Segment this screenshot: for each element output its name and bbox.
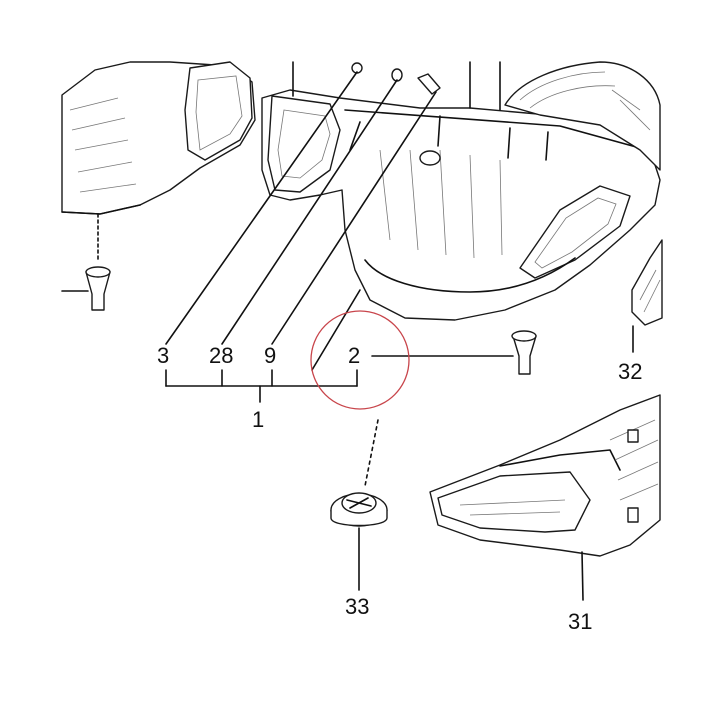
screw-set bbox=[351, 62, 441, 95]
left-pin-fastener bbox=[61, 213, 111, 311]
duct-part-31 bbox=[429, 394, 661, 601]
callout-2: 2 bbox=[348, 343, 360, 368]
leader-lines bbox=[165, 71, 514, 403]
callout-31: 31 bbox=[568, 609, 592, 634]
callout-28: 28 bbox=[209, 343, 233, 368]
left-housing-part bbox=[61, 61, 256, 215]
callout-33: 33 bbox=[345, 594, 369, 619]
callout-labels: 3 28 9 2 1 32 33 31 bbox=[157, 343, 642, 634]
callout-32: 32 bbox=[618, 359, 642, 384]
upper-right-cover-part bbox=[504, 61, 661, 171]
callout-9: 9 bbox=[264, 343, 276, 368]
callout-3: 3 bbox=[157, 343, 169, 368]
right-pin-fastener bbox=[511, 330, 537, 375]
highlight-circle bbox=[310, 310, 410, 410]
grommet-part-33 bbox=[330, 419, 388, 591]
main-housing-part bbox=[261, 61, 661, 321]
washer-28 bbox=[391, 68, 403, 82]
side-bracket-part-32 bbox=[631, 239, 663, 353]
screw-9 bbox=[417, 73, 441, 95]
callout-1: 1 bbox=[252, 407, 264, 432]
